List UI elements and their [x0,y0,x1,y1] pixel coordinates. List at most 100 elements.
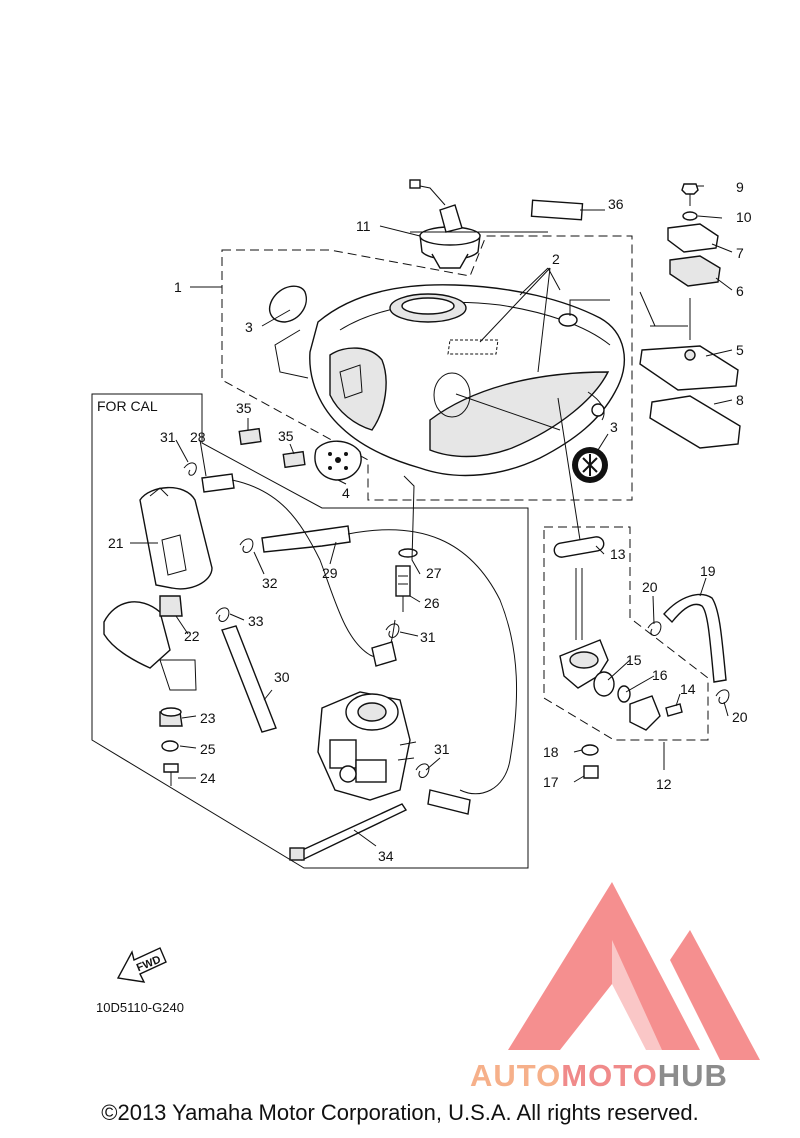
gasket-15 [593,671,615,697]
emblem-right-yamaha [572,447,608,483]
clip-31-middle [385,623,400,638]
callout-7: 7 [736,245,744,261]
screw-14 [665,703,683,717]
mounting-bracket [103,601,171,669]
collar-23 [159,707,183,727]
callout-33: 33 [248,613,264,629]
damper-6 [669,255,721,287]
callout-6: 6 [736,283,744,299]
hose-end [371,641,397,667]
lever-plate [629,695,661,731]
fwd-label: FWD [135,954,163,975]
callout-20-upper: 20 [642,579,658,595]
callout-9: 9 [736,179,744,195]
automotohub-logo-icon [508,882,760,1060]
callout-31-lower: 31 [434,741,450,757]
hose-29 [261,525,351,553]
diagram-code: 10D5110-G240 [96,1000,184,1015]
grommet-22 [159,595,183,617]
fuel-cap-with-key [409,179,481,269]
callout-22: 22 [184,628,200,644]
o-ring-16 [617,685,631,703]
washer-10 [682,211,698,221]
wordmark-part-moto: MOTO [561,1058,658,1093]
pad-35-upper [238,427,262,446]
callout-14: 14 [680,681,696,697]
callout-31-middle: 31 [420,629,436,645]
carburetor [317,691,417,801]
fuel-cock [559,568,609,689]
wordmark-part-auto: AUTO [470,1058,562,1093]
hose-30 [221,625,277,733]
gasket-13 [553,536,605,558]
callout-30: 30 [274,669,290,685]
for-cal-label: FOR CAL [97,398,158,414]
cable-tie-head [289,847,305,861]
callout-3-left: 3 [245,319,253,335]
callout-35-lower: 35 [278,428,294,444]
hose-lower-end [427,789,471,815]
callout-16: 16 [652,667,668,683]
callout-21: 21 [108,535,124,551]
fuel-tank [309,284,625,477]
callout-23: 23 [200,710,216,726]
wordmark-part-hub: HUB [657,1058,728,1093]
callout-24: 24 [200,770,216,786]
callout-27: 27 [426,565,442,581]
damper-7 [667,223,719,253]
copyright-notice: ©2013 Yamaha Motor Corporation, U.S.A. A… [101,1100,699,1125]
hose-28 [201,473,235,493]
callout-11: 11 [356,218,371,234]
fwd-arrow-icon: FWD [116,947,167,983]
o-ring-27 [398,548,418,558]
callout-15: 15 [626,652,642,668]
callout-32: 32 [262,575,278,591]
damper-4 [314,440,362,481]
callout-17: 17 [543,774,559,790]
callout-26: 26 [424,595,440,611]
callout-4: 4 [342,485,350,501]
callout-34: 34 [378,848,394,864]
callout-19: 19 [700,563,716,579]
for-cal-panel-border [91,393,529,869]
callout-1: 1 [174,279,182,295]
callout-3-right: 3 [610,419,618,435]
clip-20-lower [715,689,730,704]
clip-32 [239,538,254,553]
screw-17 [583,765,599,779]
callout-29: 29 [322,565,338,581]
bolt-24 [163,763,179,786]
callout-5: 5 [736,342,744,358]
callout-10: 10 [736,209,752,225]
hose-19 [663,593,727,683]
clip-31-upper [183,462,197,476]
clip-33 [215,607,230,622]
callout-13: 13 [610,546,626,562]
callout-36: 36 [608,196,624,212]
callout-20-lower: 20 [732,709,748,725]
callout-18: 18 [543,744,559,760]
leader-lines [130,185,733,847]
callout-8: 8 [736,392,744,408]
fitting-26 [395,565,411,612]
fuel-pump [139,486,213,590]
callout-25: 25 [200,741,216,757]
callout-12: 12 [656,776,672,792]
washer-25 [161,740,179,752]
fuel-cock-assembly-dashed-box [543,526,709,741]
automotohub-wordmark: AUTOMOTOHUB [470,1058,728,1094]
callout-35-upper: 35 [236,400,252,416]
bolt-9 [681,183,699,206]
pad-35-lower [282,450,306,469]
emblem-left [268,285,309,379]
callout-31-upper: 31 [160,429,176,445]
clip-31-lower [415,763,430,778]
bracket-5-grommet [684,349,696,361]
washer-18 [581,744,599,756]
callout-28: 28 [190,429,206,445]
callout-2: 2 [552,251,560,267]
plate-8 [649,395,741,449]
bracket-5 [639,345,739,391]
